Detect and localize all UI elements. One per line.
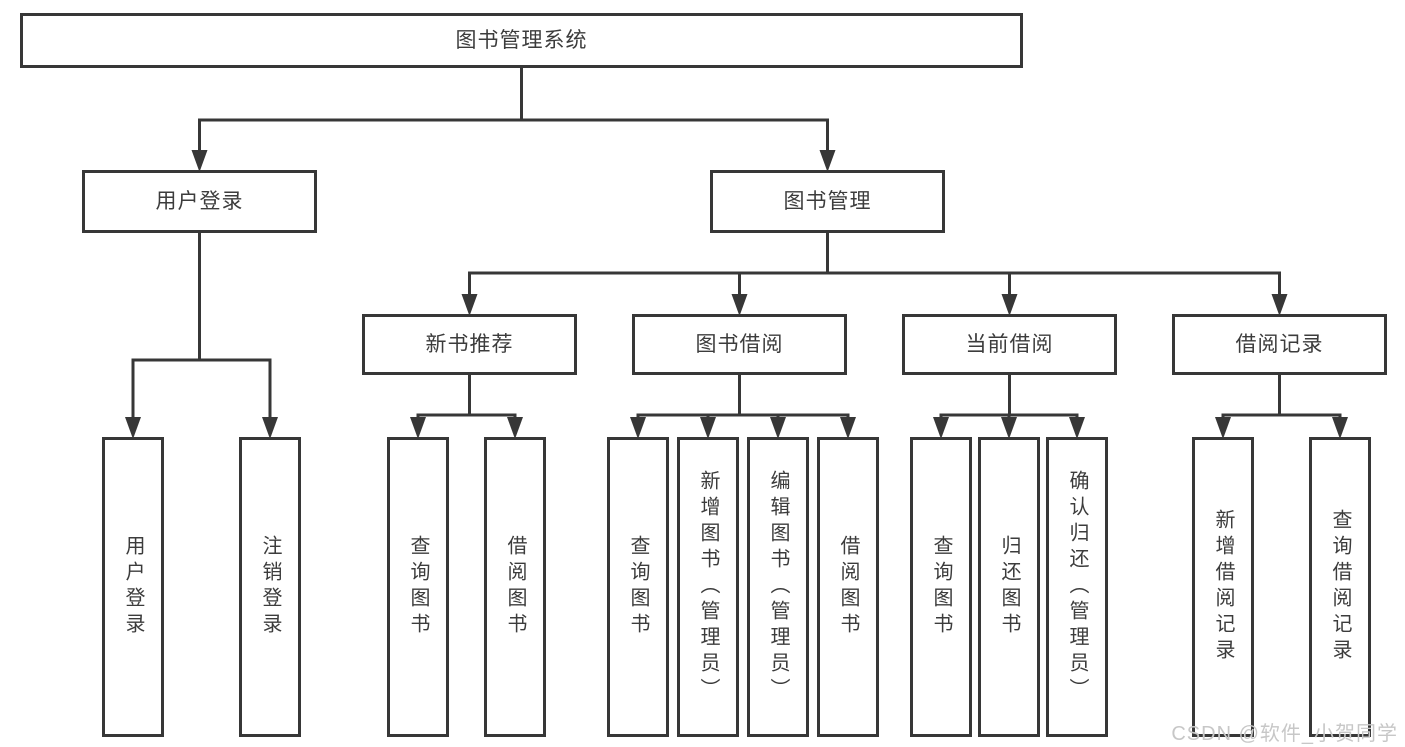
node-leaf-query-book-3: 查询图书	[910, 437, 972, 737]
arrowhead-icon	[1332, 417, 1348, 439]
node-leaf-edit-book: 编辑图书（管理员）	[747, 437, 809, 737]
node-book-borrow: 图书借阅	[632, 314, 847, 375]
node-leaf-borrow-book-1: 借阅图书	[484, 437, 546, 737]
node-current-borrow: 当前借阅	[902, 314, 1117, 375]
arrowhead-icon	[125, 417, 141, 439]
node-leaf-query-record: 查询借阅记录	[1309, 437, 1371, 737]
node-new-book-rec: 新书推荐	[362, 314, 577, 375]
arrowhead-icon	[191, 150, 208, 172]
node-leaf-logout: 注销登录	[239, 437, 301, 737]
node-user-login: 用户登录	[82, 170, 317, 233]
arrowhead-icon	[410, 417, 426, 439]
node-leaf-borrow-book-2: 借阅图书	[817, 437, 879, 737]
arrowhead-icon	[1069, 417, 1085, 439]
arrowhead-icon	[840, 417, 856, 439]
node-leaf-return-book: 归还图书	[978, 437, 1040, 737]
arrowhead-icon	[933, 417, 949, 439]
node-leaf-confirm-return: 确认归还（管理员）	[1046, 437, 1108, 737]
arrowhead-icon	[1215, 417, 1231, 439]
arrowhead-icon	[262, 417, 278, 439]
arrowhead-icon	[1271, 294, 1288, 316]
arrowhead-icon	[1001, 294, 1018, 316]
watermark: CSDN @软件_小贺同学	[1171, 723, 1398, 745]
node-borrow-records: 借阅记录	[1172, 314, 1387, 375]
arrowhead-icon	[507, 417, 523, 439]
arrowhead-icon	[770, 417, 786, 439]
arrowhead-icon	[700, 417, 716, 439]
node-leaf-user-login: 用户登录	[102, 437, 164, 737]
arrowhead-icon	[461, 294, 478, 316]
arrowhead-icon	[731, 294, 748, 316]
node-leaf-add-record: 新增借阅记录	[1192, 437, 1254, 737]
node-leaf-query-book-2: 查询图书	[607, 437, 669, 737]
arrowhead-icon	[819, 150, 836, 172]
node-root: 图书管理系统	[20, 13, 1023, 68]
arrowhead-icon	[630, 417, 646, 439]
arrowhead-icon	[1001, 417, 1017, 439]
node-book-mgmt: 图书管理	[710, 170, 945, 233]
node-leaf-query-book-1: 查询图书	[387, 437, 449, 737]
node-leaf-add-book: 新增图书（管理员）	[677, 437, 739, 737]
